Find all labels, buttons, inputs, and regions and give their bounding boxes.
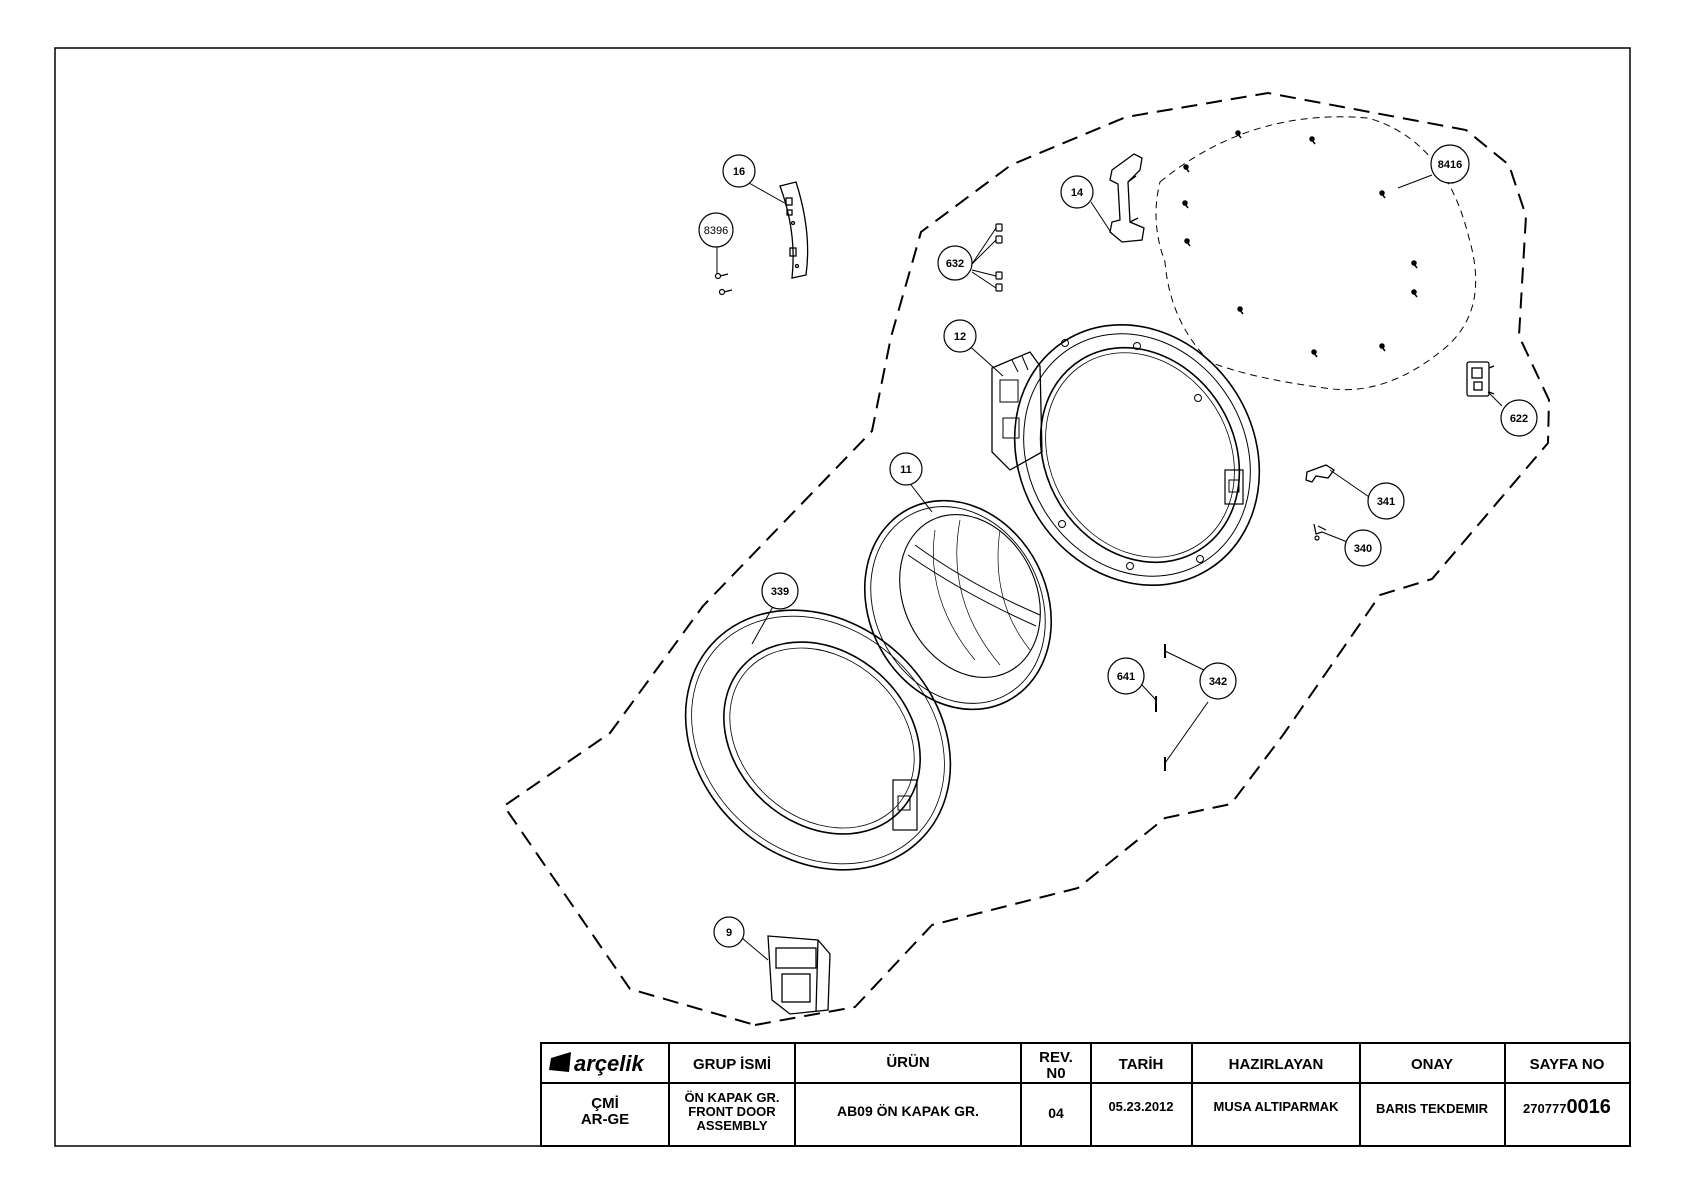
part-12-door-frame xyxy=(991,324,1261,586)
inner-region-outline xyxy=(1155,116,1477,391)
header-rev-line2: N0 xyxy=(1046,1065,1065,1082)
header-product: ÜRÜN xyxy=(886,1054,929,1071)
part-9-handle xyxy=(767,935,831,1015)
sheet-border xyxy=(54,47,1631,1147)
callout-340: 340 xyxy=(1344,529,1382,567)
part-340-spring xyxy=(1313,523,1327,541)
assembly-boundary xyxy=(502,91,1551,1027)
part-632-pins xyxy=(995,223,1003,292)
page-number-prefix: 270777 xyxy=(1523,1101,1566,1116)
callout-342-label: 342 xyxy=(1209,676,1227,688)
page-number: 2707770016 xyxy=(1523,1096,1611,1118)
callout-622: 622 xyxy=(1500,399,1538,437)
dept-line2: AR-GE xyxy=(581,1111,629,1128)
group-line2: FRONT DOOR xyxy=(688,1104,776,1119)
callout-8416: 8416 xyxy=(1430,144,1470,184)
callout-14-label: 14 xyxy=(1071,187,1084,199)
arcelik-logo-mark xyxy=(549,1052,571,1072)
arcelik-logo-text: arçelik xyxy=(574,1051,645,1076)
part-8396-screws xyxy=(714,272,733,296)
callout-8396-label: 8396 xyxy=(704,225,728,237)
callout-342: 342 xyxy=(1199,662,1237,700)
group-line1: ÖN KAPAK GR. xyxy=(684,1090,779,1105)
part-339-door-ring xyxy=(684,609,952,871)
page-number-suffix: 0016 xyxy=(1566,1096,1611,1118)
callout-341-label: 341 xyxy=(1377,496,1395,508)
title-block: arçelik GRUP İSMİ ÜRÜN REV. N0 TARİH HAZ… xyxy=(540,1042,1631,1147)
approved-value: BARIS TEKDEMIR xyxy=(1376,1101,1489,1116)
part-11-door-glass xyxy=(863,499,1053,711)
part-341-latch-hook xyxy=(1305,464,1335,483)
prepared-value: MUSA ALTIPARMAK xyxy=(1214,1099,1340,1114)
callout-16-label: 16 xyxy=(733,166,745,178)
rev-value: 04 xyxy=(1048,1105,1064,1121)
header-rev-line1: REV. xyxy=(1039,1049,1073,1066)
callout-9-label: 9 xyxy=(726,927,732,939)
header-group: GRUP İSMİ xyxy=(693,1056,771,1073)
callout-8416-label: 8416 xyxy=(1438,159,1462,171)
callout-632: 632 xyxy=(937,245,973,281)
part-14-hinge xyxy=(1109,153,1145,243)
callout-14: 14 xyxy=(1060,175,1094,209)
callout-340-label: 340 xyxy=(1354,543,1372,555)
callout-16: 16 xyxy=(722,154,756,188)
screw-set-8416 xyxy=(1182,130,1418,358)
dept-line1: ÇMİ xyxy=(591,1095,619,1112)
callout-11-label: 11 xyxy=(900,464,912,476)
part-16-hinge-plate xyxy=(779,181,809,279)
callout-9: 9 xyxy=(713,916,745,948)
header-page: SAYFA NO xyxy=(1530,1056,1605,1073)
product-value: AB09 ÖN KAPAK GR. xyxy=(837,1103,979,1119)
callout-12: 12 xyxy=(943,319,977,353)
callout-622-label: 622 xyxy=(1510,413,1528,425)
callout-641: 641 xyxy=(1107,657,1145,695)
callout-12-label: 12 xyxy=(954,331,966,343)
date-value: 05.23.2012 xyxy=(1108,1099,1173,1114)
callouts: 16 8396 632 14 8416 12 622 11 341 340 33… xyxy=(698,144,1538,948)
callout-641-label: 641 xyxy=(1117,671,1135,683)
part-641-342-pins xyxy=(1155,644,1166,771)
callout-11: 11 xyxy=(889,452,923,486)
callout-341: 341 xyxy=(1367,482,1405,520)
group-line3: ASSEMBLY xyxy=(696,1118,767,1133)
header-date: TARİH xyxy=(1119,1056,1164,1073)
callout-339-label: 339 xyxy=(771,586,789,598)
callout-339: 339 xyxy=(761,572,799,610)
callout-8396: 8396 xyxy=(698,212,734,248)
callout-632-label: 632 xyxy=(946,258,964,270)
header-prepared: HAZIRLAYAN xyxy=(1229,1056,1324,1073)
part-622-lock xyxy=(1466,361,1495,397)
header-approved: ONAY xyxy=(1411,1056,1453,1073)
